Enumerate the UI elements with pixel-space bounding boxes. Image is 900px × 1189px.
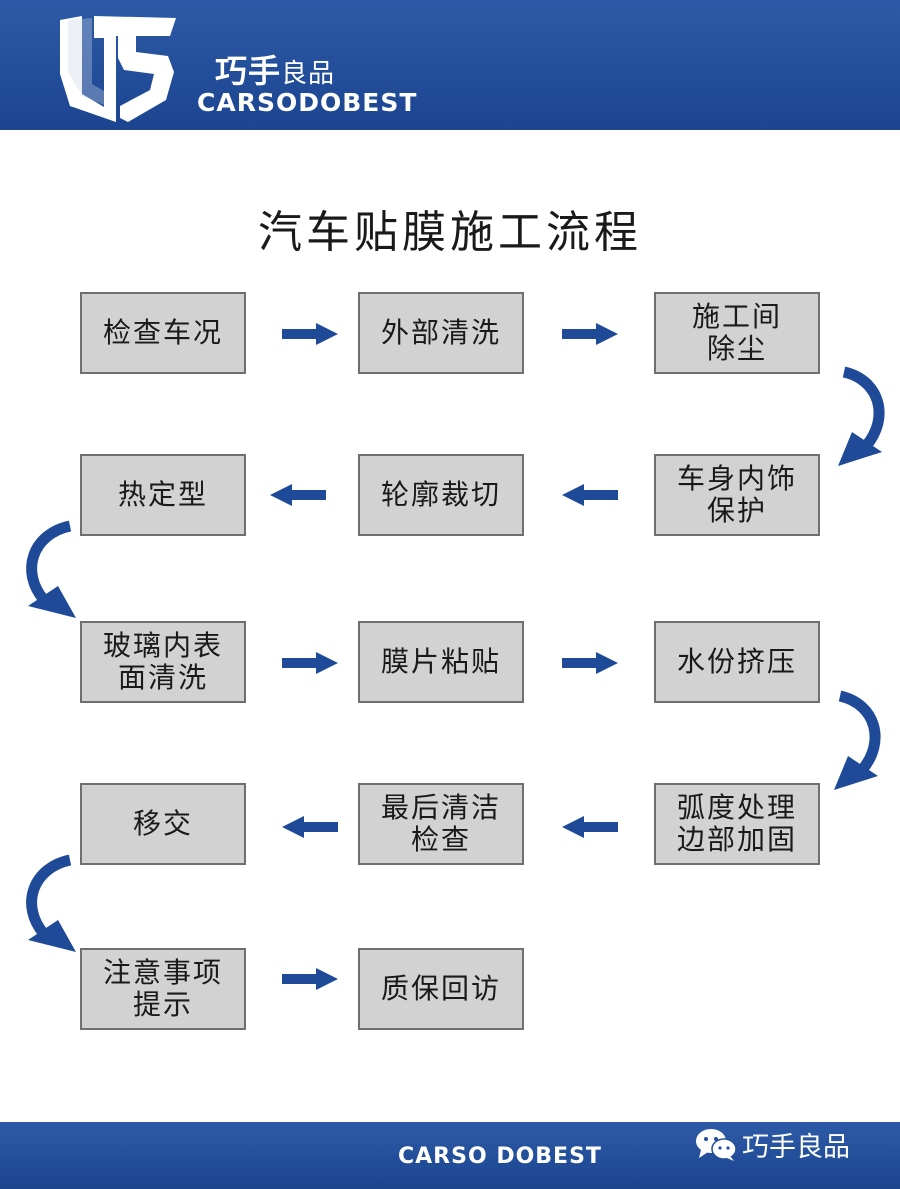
- arrow-left-icon: [282, 816, 338, 838]
- arrow-left-icon: [270, 484, 326, 506]
- brand-english: CARSODOBEST: [197, 88, 418, 117]
- arrow-right-icon: [562, 652, 618, 674]
- arrow-right-icon: [282, 652, 338, 674]
- footer-banner: [0, 1122, 900, 1189]
- arrow-right-icon: [282, 968, 338, 990]
- arrow-right-icon: [282, 323, 338, 345]
- step-box: 最后清洁 检查: [358, 783, 524, 865]
- arrow-left-icon: [562, 816, 618, 838]
- step-box: 施工间 除尘: [654, 292, 820, 374]
- brand-chinese: 巧手良品: [215, 52, 336, 90]
- step-box: 车身内饰 保护: [654, 454, 820, 536]
- step-box: 质保回访: [358, 948, 524, 1030]
- logo-icon: [60, 16, 176, 122]
- page-title: 汽车贴膜施工流程: [258, 207, 642, 258]
- arrow-left-icon: [562, 484, 618, 506]
- step-box: 轮廓裁切: [358, 454, 524, 536]
- curved-arrow-icon: [26, 854, 76, 952]
- wechat-label: 巧手良品: [742, 1131, 850, 1163]
- step-box: 检查车况: [80, 292, 246, 374]
- footer-brand: CARSO DOBEST: [398, 1144, 602, 1169]
- step-box: 弧度处理 边部加固: [654, 783, 820, 865]
- step-box: 水份挤压: [654, 621, 820, 703]
- curved-arrow-icon: [26, 520, 76, 618]
- wechat-icon: [696, 1129, 737, 1161]
- curved-arrow-icon: [838, 366, 885, 466]
- step-box: 外部清洗: [358, 292, 524, 374]
- step-box: 玻璃内表 面清洗: [80, 621, 246, 703]
- wechat-account: 巧手良品: [694, 1124, 899, 1164]
- step-box: 移交: [80, 783, 246, 865]
- step-box: 注意事项 提示: [80, 948, 246, 1030]
- curved-arrow-icon: [834, 690, 881, 790]
- step-box: 热定型: [80, 454, 246, 536]
- arrow-right-icon: [562, 323, 618, 345]
- step-box: 膜片粘贴: [358, 621, 524, 703]
